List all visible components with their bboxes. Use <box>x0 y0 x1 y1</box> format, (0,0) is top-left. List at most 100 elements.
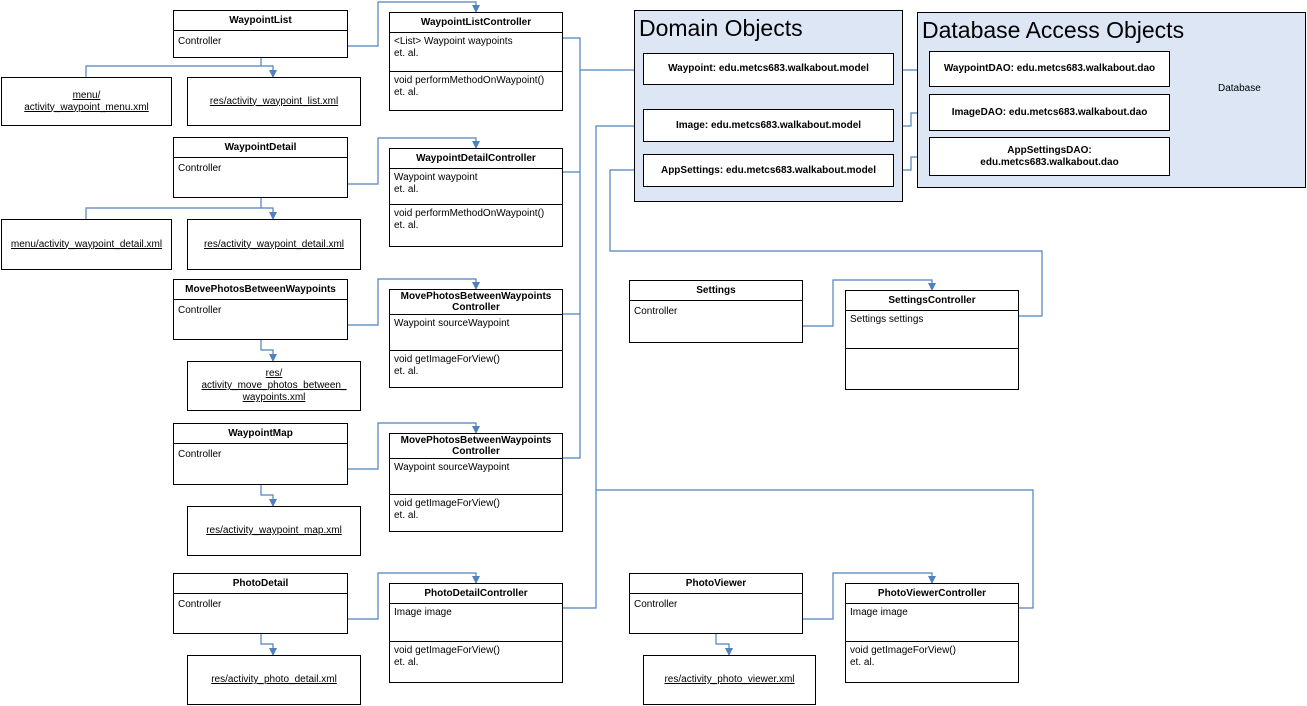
waypointdetail-controller: WaypointDetailController Waypoint waypoi… <box>389 148 563 247</box>
database-label: Database <box>1218 83 1261 94</box>
movephotos-controller-attr: Waypoint sourceWaypoint <box>394 318 510 329</box>
waypoint-menu-xml-line-1: menu/ <box>72 89 101 101</box>
photoviewer-controller-op: void getImageForView() <box>850 645 956 656</box>
link-waypointmap-xml <box>260 485 277 507</box>
photodetail-controller-op: void getImageForView() <box>394 645 500 656</box>
waypointlist-controller-attrs: <List> Waypoint waypoints et. al. <box>390 32 562 71</box>
photoviewer-controller-ops: void getImageForView() et. al. <box>846 641 1018 672</box>
waypointmap-controller-attr: Waypoint sourceWaypoint <box>394 462 510 473</box>
waypointmap-controller-op-more: et. al. <box>394 510 419 521</box>
settings-activity-role: Controller <box>630 300 802 323</box>
movephotos-xml-line-2: activity_move_photos_between_ <box>201 380 347 391</box>
waypointlist-controller-ops: void performMethodOnWaypoint() et. al. <box>390 71 562 102</box>
movephotos-xml-line-1: res/ <box>265 368 283 379</box>
waypoint-model: Waypoint: edu.metcs683.walkabout.model <box>643 53 894 85</box>
domain-objects-title: Domain Objects <box>639 15 803 41</box>
link-photodetail-controller <box>348 572 480 620</box>
movephotos-activity-role: Controller <box>174 299 347 322</box>
movephotos-controller-op: void getImageForView() <box>394 354 500 365</box>
link-waypointdetail-xml <box>85 198 273 219</box>
waypointdetail-activity-name: WaypointDetail <box>224 142 297 153</box>
photodetail-controller-name: PhotoDetailController <box>424 588 528 599</box>
photoviewer-controller-name: PhotoViewerController <box>877 588 987 599</box>
waypointdetail-activity: WaypointDetail Controller <box>173 137 348 198</box>
link-settings-controller <box>803 279 936 327</box>
waypointdetail-xml[interactable]: res/activity_waypoint_detail.xml <box>187 219 361 270</box>
waypointmap-controller: MovePhotosBetweenWaypoints Controller Wa… <box>389 433 563 532</box>
photodetail-xml[interactable]: res/activity_photo_detail.xml <box>187 655 361 705</box>
link-photoviewer-controller <box>803 572 936 620</box>
settings-controller-attrs: Settings settings <box>846 310 1018 348</box>
movephotos-controller-attrs: Waypoint sourceWaypoint <box>390 314 562 350</box>
photodetail-controller-attr: Image image <box>394 607 452 618</box>
movephotos-activity-name: MovePhotosBetweenWaypoints <box>185 284 336 295</box>
movephotos-controller-name-line-1: MovePhotosBetweenWaypoints <box>400 291 552 302</box>
waypointdetail-controller-attrs: Waypoint waypoint et. al. <box>390 168 562 204</box>
link-photodetail-xml <box>260 634 277 656</box>
settings-activity: Settings Controller <box>629 280 803 343</box>
link-settings-appsettings <box>609 166 1043 317</box>
link-waypointlist-xml <box>85 58 273 77</box>
photodetail-activity: PhotoDetail Controller <box>173 573 348 634</box>
waypointmap-activity-name: WaypointMap <box>228 428 293 439</box>
link-waypointmap-controller <box>348 422 480 470</box>
appsettings-dao-line-1: AppSettingsDAO: <box>1007 144 1092 156</box>
photodetail-controller-attrs: Image image <box>390 603 562 641</box>
waypointlist-activity-role: Controller <box>174 30 347 53</box>
dao-title: Database Access Objects <box>922 17 1185 43</box>
waypointmap-controller-name-line-2: Controller <box>452 446 500 457</box>
waypointlist-controller: WaypointListController <List> Waypoint w… <box>389 12 563 111</box>
waypointdetail-controller-op: void performMethodOnWaypoint() <box>394 208 545 219</box>
image-model: Image: edu.metcs683.walkabout.model <box>643 109 894 142</box>
waypointlist-controller-attr: <List> Waypoint waypoints <box>394 36 513 47</box>
link-waypointdetail-controller <box>348 137 480 185</box>
settings-controller: SettingsController Settings settings <box>845 290 1019 390</box>
image-dao: ImageDAO: edu.metcs683.walkabout.dao <box>929 94 1170 131</box>
waypoint-menu-xml[interactable]: menu/ activity_waypoint_menu.xml <box>1 77 172 126</box>
waypointlist-xml[interactable]: res/activity_waypoint_list.xml <box>187 77 361 126</box>
waypointdetail-activity-role: Controller <box>174 157 347 180</box>
waypointmap-controller-attrs: Waypoint sourceWaypoint <box>390 458 562 494</box>
photoviewer-xml[interactable]: res/activity_photo_viewer.xml <box>643 655 816 705</box>
movephotos-xml[interactable]: res/ activity_move_photos_between_ waypo… <box>187 361 361 411</box>
waypointdetail-menu-xml[interactable]: menu/activity_waypoint_detail.xml <box>1 219 172 270</box>
movephotos-controller-op-more: et. al. <box>394 366 419 377</box>
movephotos-controller-ops: void getImageForView() et. al. <box>390 350 562 381</box>
waypointdetail-controller-name: WaypointDetailController <box>416 153 536 164</box>
photodetail-controller-op-more: et. al. <box>394 657 419 668</box>
link-photoviewer-image <box>596 489 1034 609</box>
link-photos-image <box>563 122 643 609</box>
waypointmap-controller-ops: void getImageForView() et. al. <box>390 494 562 525</box>
waypointlist-activity: WaypointList Controller <box>173 10 348 58</box>
photoviewer-controller: PhotoViewerController Image image void g… <box>845 583 1019 683</box>
settings-controller-ops <box>846 348 1018 355</box>
waypointdetail-controller-ops: void performMethodOnWaypoint() et. al. <box>390 204 562 235</box>
movephotos-controller-name: MovePhotosBetweenWaypoints Controller <box>390 290 562 314</box>
settings-activity-name: Settings <box>696 285 736 296</box>
waypointlist-controller-op: void performMethodOnWaypoint() <box>394 75 545 86</box>
link-photoviewer-xml <box>715 634 733 656</box>
photoviewer-activity: PhotoViewer Controller <box>629 573 803 634</box>
waypointmap-controller-name-line-1: MovePhotosBetweenWaypoints <box>400 435 552 446</box>
photoviewer-activity-name: PhotoViewer <box>685 578 747 589</box>
waypointlist-controller-attr-more: et. al. <box>394 48 419 59</box>
movephotos-controller-name-line-2: Controller <box>452 302 500 313</box>
link-waypointlist-controller <box>348 1 480 47</box>
waypoint-menu-xml-line-2: activity_waypoint_menu.xml <box>24 101 149 113</box>
waypointmap-activity-role: Controller <box>174 443 347 466</box>
movephotos-activity: MovePhotosBetweenWaypoints Controller <box>173 279 348 340</box>
link-movephotos-xml <box>260 340 277 362</box>
photoviewer-activity-role: Controller <box>630 593 802 616</box>
photoviewer-controller-op-more: et. al. <box>850 657 875 668</box>
movephotos-controller: MovePhotosBetweenWaypoints Controller Wa… <box>389 289 563 388</box>
waypointdetail-controller-attr: Waypoint waypoint <box>394 172 478 183</box>
appsettings-model: AppSettings: edu.metcs683.walkabout.mode… <box>643 154 894 187</box>
photoviewer-controller-attr: Image image <box>850 607 908 618</box>
movephotos-xml-line-3: waypoints.xml <box>242 392 306 403</box>
photodetail-activity-name: PhotoDetail <box>232 578 289 589</box>
waypointmap-xml[interactable]: res/activity_waypoint_map.xml <box>187 506 361 556</box>
waypointdetail-controller-attr-more: et. al. <box>394 184 419 195</box>
waypointlist-activity-name: WaypointList <box>229 15 292 26</box>
photodetail-activity-role: Controller <box>174 593 347 616</box>
waypointmap-activity: WaypointMap Controller <box>173 423 348 485</box>
